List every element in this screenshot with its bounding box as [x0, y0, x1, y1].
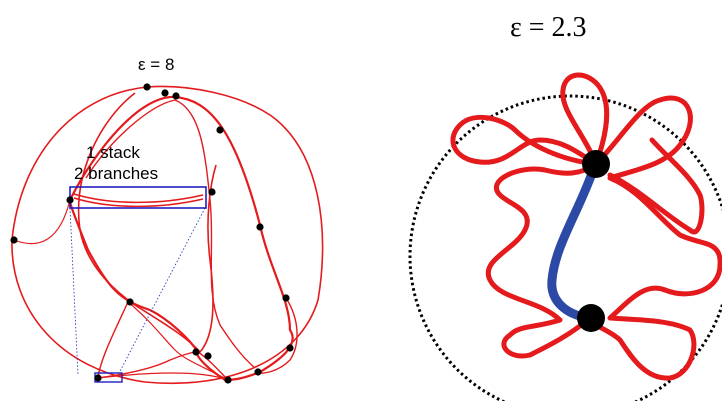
left-panel: ε = 8 1 stack 2 branches: [10, 55, 324, 384]
node-top: [582, 150, 610, 178]
node: [204, 352, 212, 360]
teardrop-curve: [77, 92, 217, 354]
knot-curve: [450, 72, 722, 381]
node: [126, 298, 134, 306]
node-bottom: [577, 304, 605, 332]
right-epsilon-label: ε = 2.3: [510, 12, 587, 43]
loose-strand: [607, 137, 705, 235]
node: [192, 348, 200, 356]
inset-strand-2: [73, 197, 204, 208]
guide-line-left: [69, 207, 79, 376]
left-epsilon-label: ε = 8: [138, 55, 174, 74]
node: [143, 83, 151, 91]
node: [224, 376, 232, 384]
node: [94, 374, 102, 382]
node: [256, 223, 264, 231]
node: [172, 92, 180, 100]
left-nodes: [10, 83, 294, 384]
node: [208, 188, 216, 196]
node: [66, 196, 74, 204]
blue-connector: [547, 160, 600, 323]
node: [216, 126, 224, 134]
inset-label-line2: 2 branches: [74, 164, 158, 183]
bottom-chord: [97, 372, 229, 381]
inner-loop: [68, 95, 294, 382]
boundary-circle: [408, 94, 722, 401]
node: [10, 236, 18, 244]
outer-circle: [11, 85, 324, 384]
inset-label-line1: 1 stack: [86, 143, 140, 162]
right-panel: ε = 2.3: [408, 12, 722, 401]
left-arc: [13, 199, 71, 245]
guide-line-right: [117, 207, 206, 376]
bottom-loop-2: [127, 301, 229, 381]
node: [161, 89, 169, 97]
node: [254, 368, 262, 376]
node: [286, 344, 294, 352]
inset-strand-1: [73, 193, 204, 204]
right-arc: [254, 297, 298, 374]
node: [282, 294, 290, 302]
